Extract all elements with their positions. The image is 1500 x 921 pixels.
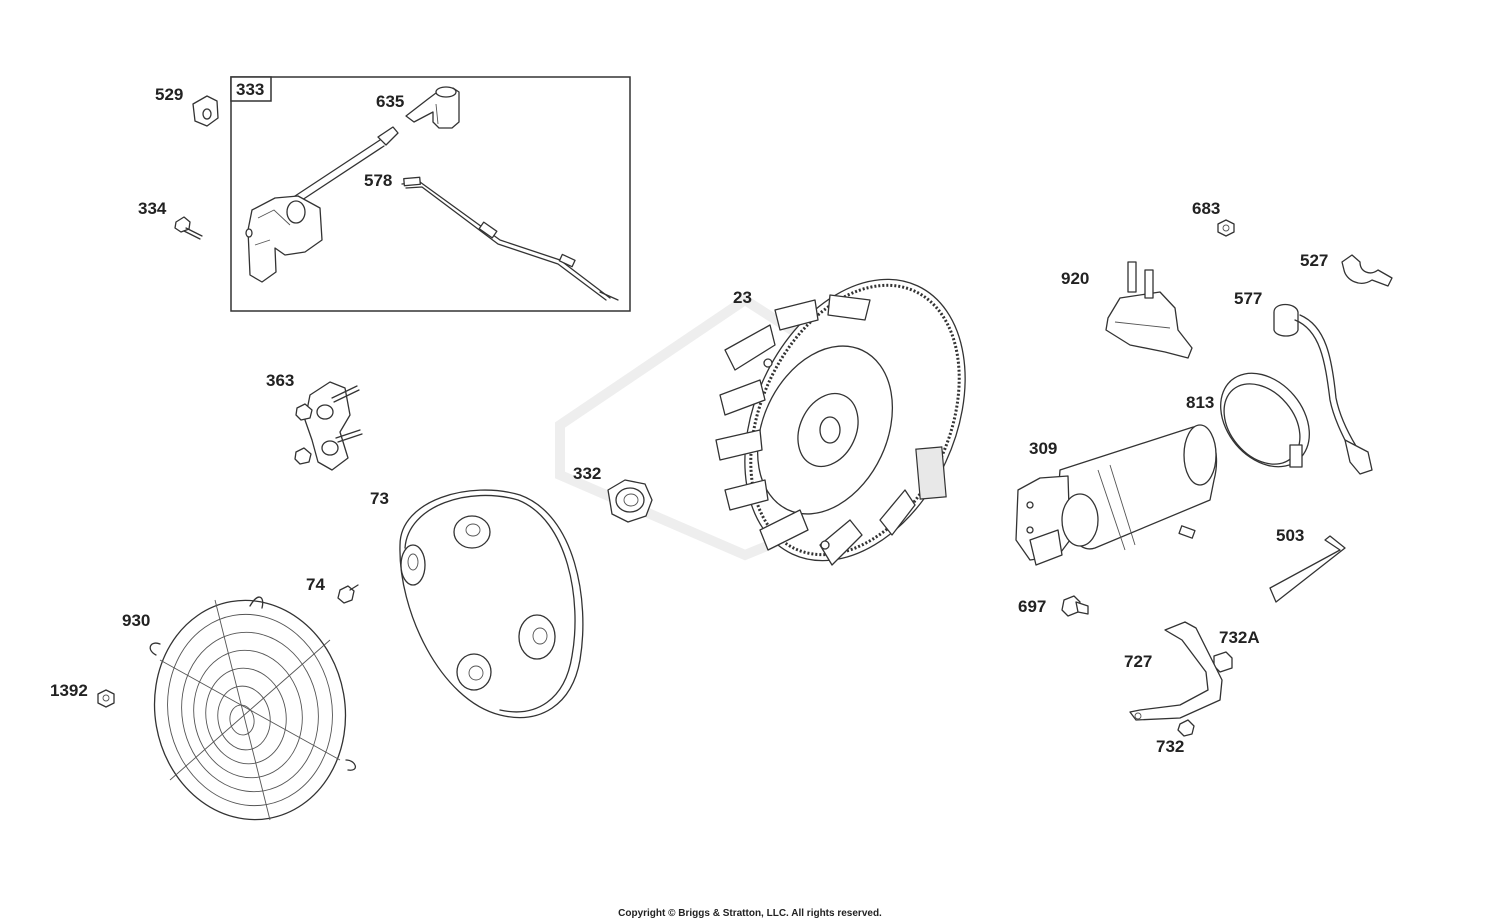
part-813-band-clamp[interactable] — [1202, 356, 1327, 485]
label-529: 529 — [155, 85, 183, 104]
label-74: 74 — [306, 575, 325, 594]
part-73-cover[interactable] — [399, 489, 584, 719]
label-813: 813 — [1186, 393, 1214, 412]
label-577: 577 — [1234, 289, 1262, 308]
kit-333-box — [230, 76, 631, 312]
part-1392-nut[interactable] — [97, 689, 115, 708]
label-334: 334 — [138, 199, 167, 218]
part-363-stud-bracket[interactable] — [294, 381, 363, 471]
part-697-bolt[interactable] — [1061, 595, 1089, 617]
label-23: 23 — [733, 288, 752, 307]
kit-333-tag — [230, 76, 272, 102]
copyright-notice: Copyright © Briggs & Stratton, LLC. All … — [618, 908, 882, 919]
label-309: 309 — [1029, 439, 1057, 458]
label-527: 527 — [1300, 251, 1328, 270]
label-363: 363 — [266, 371, 294, 390]
part-683-nut[interactable] — [1217, 219, 1235, 237]
label-732A: 732A — [1219, 628, 1260, 647]
label-333: 333 — [236, 80, 264, 99]
part-635-plug-boot[interactable] — [405, 86, 460, 129]
part-527-clamp[interactable] — [1341, 254, 1393, 287]
label-727: 727 — [1124, 652, 1152, 671]
part-332-nut[interactable] — [607, 479, 653, 523]
label-332: 332 — [573, 464, 601, 483]
part-74-screw[interactable] — [337, 584, 359, 604]
part-578-wire[interactable] — [401, 176, 619, 301]
part-309-starter[interactable] — [1015, 424, 1218, 566]
part-732-screw[interactable] — [1177, 719, 1195, 737]
part-333-module[interactable] — [245, 126, 399, 283]
label-635: 635 — [376, 92, 404, 111]
label-732: 732 — [1156, 737, 1184, 756]
part-529-clip[interactable] — [192, 95, 219, 127]
label-73: 73 — [370, 489, 389, 508]
part-920-regulator[interactable] — [1105, 261, 1193, 359]
part-503-bracket[interactable] — [1269, 535, 1346, 603]
part-labels: 529 333 635 334 578 363 73 332 23 74 930… — [50, 80, 1328, 756]
part-334-screw[interactable] — [174, 216, 203, 240]
part-930-fan-guard[interactable] — [137, 585, 362, 835]
label-503: 503 — [1276, 526, 1304, 545]
label-697: 697 — [1018, 597, 1046, 616]
label-930: 930 — [122, 611, 150, 630]
label-920: 920 — [1061, 269, 1089, 288]
part-23-flywheel[interactable] — [702, 244, 1008, 597]
label-578: 578 — [364, 171, 392, 190]
part-727-bracket[interactable] — [1129, 621, 1223, 721]
label-1392: 1392 — [50, 681, 88, 700]
label-683: 683 — [1192, 199, 1220, 218]
part-577-plug-lead[interactable] — [1273, 303, 1373, 475]
